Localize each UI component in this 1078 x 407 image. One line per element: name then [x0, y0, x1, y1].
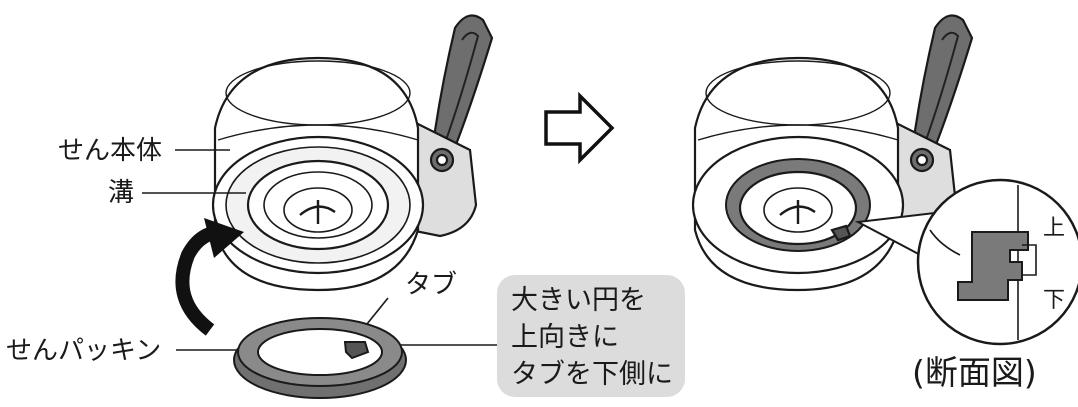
result-arrow	[544, 91, 615, 165]
section-view	[916, 178, 1078, 346]
label-tab: タブ	[405, 270, 458, 300]
gasket-tab	[343, 341, 370, 360]
section-caption: (断面図)	[912, 353, 1037, 392]
plug-body-left	[211, 14, 494, 292]
callout-line-2: 上向きに	[511, 322, 619, 353]
insert-arrow-head	[204, 218, 244, 258]
callout-line-1: 大きい円を	[511, 285, 646, 316]
label-top: 上	[1043, 216, 1066, 241]
label-plug-gasket: せんパッキン	[6, 336, 162, 366]
instruction-callout: 大きい円を 上向きに タブを下側に	[497, 275, 685, 397]
callout-line-3: タブを下側に	[511, 359, 673, 390]
label-bottom: 下	[1043, 288, 1066, 313]
label-groove: 溝	[108, 178, 135, 208]
plug-gasket	[233, 317, 407, 399]
gasket-section	[957, 231, 1029, 301]
label-plug-body: せん本体	[58, 136, 163, 166]
